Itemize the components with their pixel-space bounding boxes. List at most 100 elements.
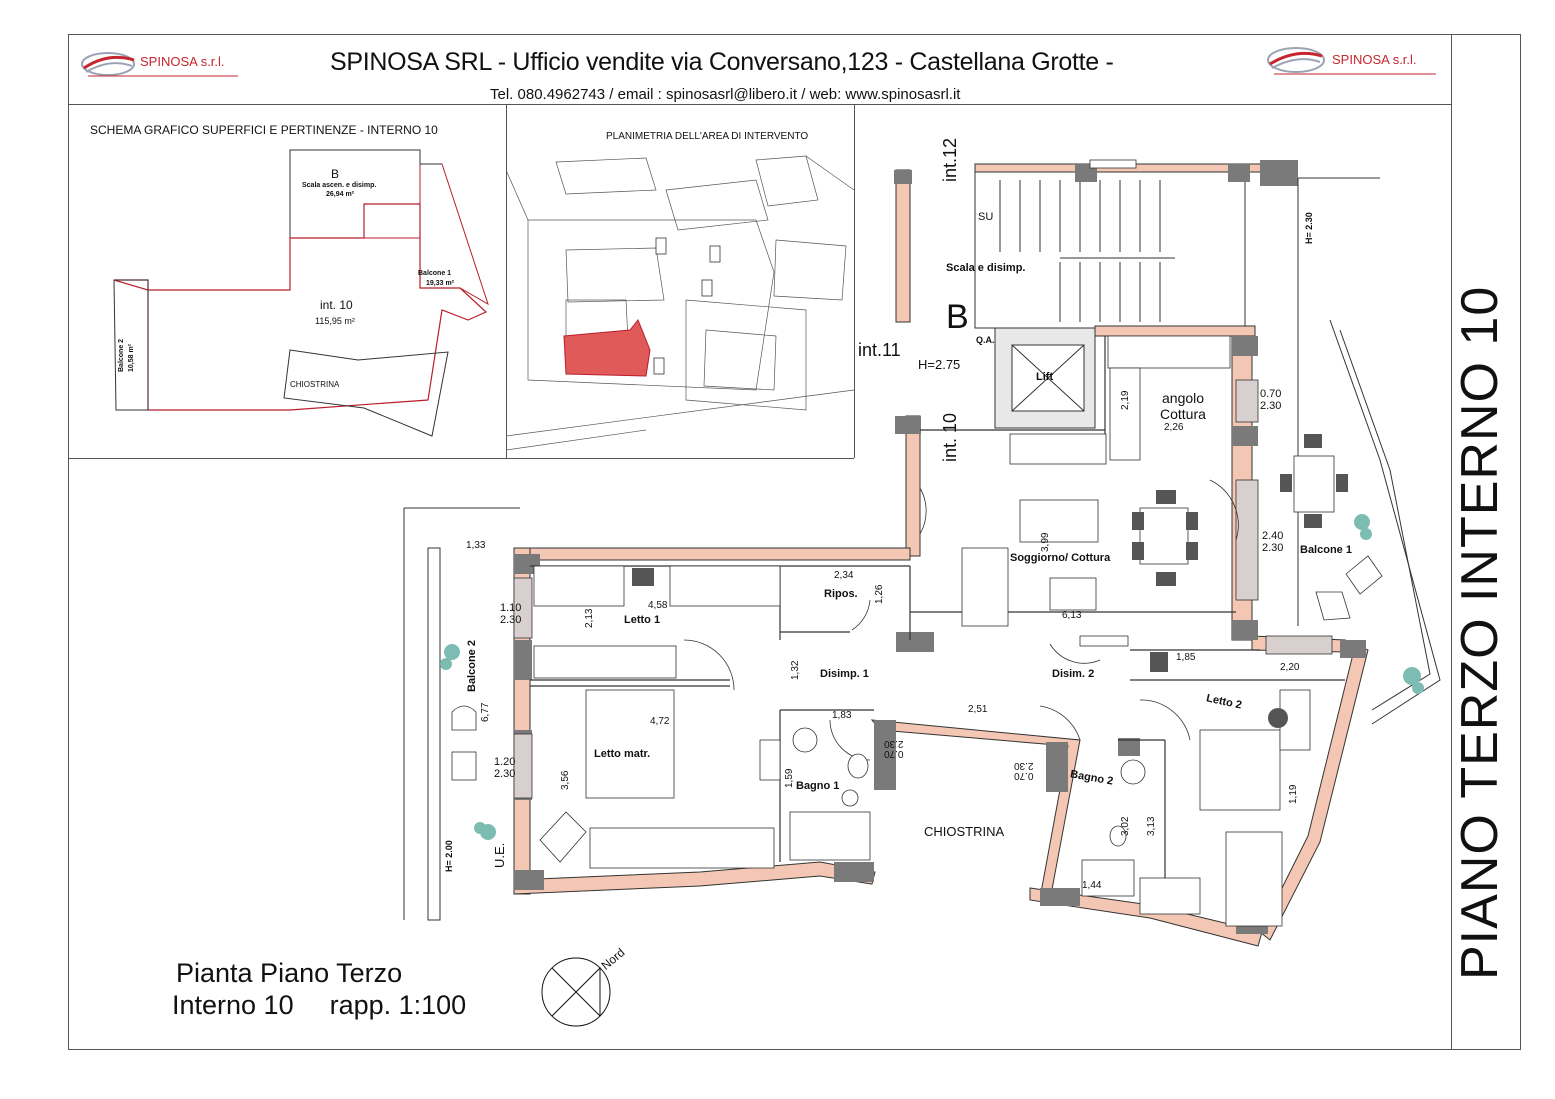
label-soggiorno: Soggiorno/ Cottura bbox=[1010, 552, 1111, 564]
label-disim2: Disim. 2 bbox=[1052, 668, 1095, 680]
schema-b-area: 26,94 m² bbox=[326, 191, 355, 198]
dim-label: 2.30 bbox=[884, 738, 904, 749]
schema-diagram bbox=[113, 149, 489, 437]
column bbox=[514, 640, 532, 680]
chair-balcony bbox=[1345, 555, 1383, 595]
label-balcone1: Balcone 1 bbox=[1300, 544, 1352, 556]
inset-right-divider bbox=[854, 104, 855, 458]
office-chair bbox=[1268, 708, 1288, 728]
window bbox=[1235, 379, 1259, 423]
column bbox=[1232, 426, 1258, 446]
label-cottura: Cottura bbox=[1160, 406, 1206, 422]
column bbox=[896, 632, 934, 652]
wall-int10-vertical bbox=[905, 415, 921, 557]
toilet bbox=[847, 753, 869, 779]
column bbox=[514, 870, 544, 890]
site-road-b bbox=[506, 429, 647, 451]
dim-label: 3,13 bbox=[1146, 816, 1157, 836]
site-plan-title: PLANIMETRIA DELL'AREA DI INTERVENTO bbox=[606, 131, 809, 142]
kitchen-counter bbox=[1107, 335, 1231, 369]
schema-int-label: int. 10 bbox=[320, 298, 353, 312]
armchair bbox=[539, 811, 587, 863]
caption-title: Pianta Piano Terzo bbox=[176, 958, 403, 988]
chair bbox=[632, 568, 654, 586]
site-road bbox=[506, 389, 854, 437]
caption-scale: rapp. 1:100 bbox=[329, 990, 467, 1020]
site-car bbox=[701, 279, 713, 297]
window bbox=[1235, 479, 1259, 601]
stair-outer bbox=[974, 167, 1246, 329]
header-divider bbox=[68, 104, 1452, 105]
column bbox=[895, 416, 921, 434]
dim-label: 2,51 bbox=[968, 704, 988, 715]
site-boundary-a bbox=[506, 169, 529, 221]
tv-unit bbox=[1009, 433, 1107, 465]
site-boundary-b bbox=[805, 155, 854, 191]
site-car bbox=[655, 237, 667, 255]
dim-label: 3,99 bbox=[1040, 532, 1051, 552]
header-title: SPINOSA SRL - Ufficio vendite via Conver… bbox=[330, 48, 1114, 76]
door-swing bbox=[1139, 699, 1191, 741]
dim-label: 6,77 bbox=[480, 702, 491, 722]
column bbox=[894, 170, 912, 184]
armchair bbox=[1315, 591, 1351, 621]
bench bbox=[1079, 635, 1129, 647]
dim-label: 2,20 bbox=[1280, 662, 1300, 673]
door-swing bbox=[1049, 643, 1101, 664]
schema-chiostrina: CHIOSTRINA bbox=[290, 380, 340, 389]
toilet bbox=[1109, 825, 1127, 847]
plant bbox=[1354, 514, 1370, 530]
dim-label: 4,58 bbox=[648, 600, 668, 611]
door-swing bbox=[829, 719, 871, 761]
chair bbox=[1336, 474, 1348, 492]
balcone2-rail bbox=[427, 547, 441, 921]
dim-label: 1,85 bbox=[1176, 652, 1196, 663]
company-logo-right: SPINOSA s.r.l. bbox=[1262, 44, 1438, 82]
dim-label: 2,34 bbox=[834, 570, 854, 581]
door-swing bbox=[683, 639, 735, 691]
schema-chiostrina bbox=[283, 349, 449, 437]
window bbox=[513, 577, 533, 639]
dim-label: 1.20 bbox=[494, 756, 516, 768]
door-swing bbox=[919, 487, 927, 535]
dim-label: 3,02 bbox=[1120, 816, 1131, 836]
label-bagno1: Bagno 1 bbox=[796, 780, 840, 792]
caption-interno: Interno 10 bbox=[172, 990, 294, 1020]
table-balcony2 bbox=[451, 751, 477, 781]
wall-bottom-left bbox=[513, 861, 876, 895]
desk-bed2 bbox=[1199, 729, 1281, 811]
dining-table bbox=[1293, 455, 1335, 513]
dim-label: 2,13 bbox=[584, 608, 595, 628]
plant bbox=[440, 658, 452, 670]
door-swing bbox=[851, 599, 871, 631]
balcone1-rail bbox=[1339, 329, 1431, 711]
company-logo-left: SPINOSA s.r.l. bbox=[78, 46, 248, 84]
ac-unit bbox=[1089, 159, 1137, 169]
chair bbox=[1304, 514, 1322, 528]
label-h200: H= 2.00 bbox=[444, 840, 454, 872]
dim-label: 2.30 bbox=[1260, 400, 1282, 412]
dim-label: 2,19 bbox=[1120, 390, 1131, 410]
dim-label: 1,33 bbox=[466, 540, 486, 551]
bathtub bbox=[789, 811, 871, 861]
compass-icon bbox=[541, 957, 611, 1027]
shower bbox=[1081, 859, 1135, 897]
column bbox=[1232, 336, 1258, 356]
label-int10: int. 10 bbox=[940, 412, 960, 462]
label-su: SU bbox=[978, 211, 994, 223]
dim-label: 0.70 bbox=[1014, 770, 1034, 781]
chair-balcony2 bbox=[451, 705, 477, 731]
schema-balcone2 bbox=[113, 279, 149, 411]
bed-double bbox=[585, 689, 675, 799]
logo-swoosh-icon bbox=[81, 52, 238, 77]
stair-flight-upper bbox=[999, 180, 1161, 252]
int11-wall bbox=[895, 169, 911, 323]
kitchen-counter bbox=[1109, 367, 1141, 461]
wardrobe bbox=[1225, 831, 1283, 927]
schema-balcone1-area: 19,33 m² bbox=[426, 280, 455, 287]
chair bbox=[1156, 572, 1176, 586]
label-b: B bbox=[946, 298, 969, 336]
door-swing bbox=[1209, 479, 1239, 541]
label-letto1: Letto 1 bbox=[624, 614, 661, 626]
plant bbox=[444, 644, 460, 660]
